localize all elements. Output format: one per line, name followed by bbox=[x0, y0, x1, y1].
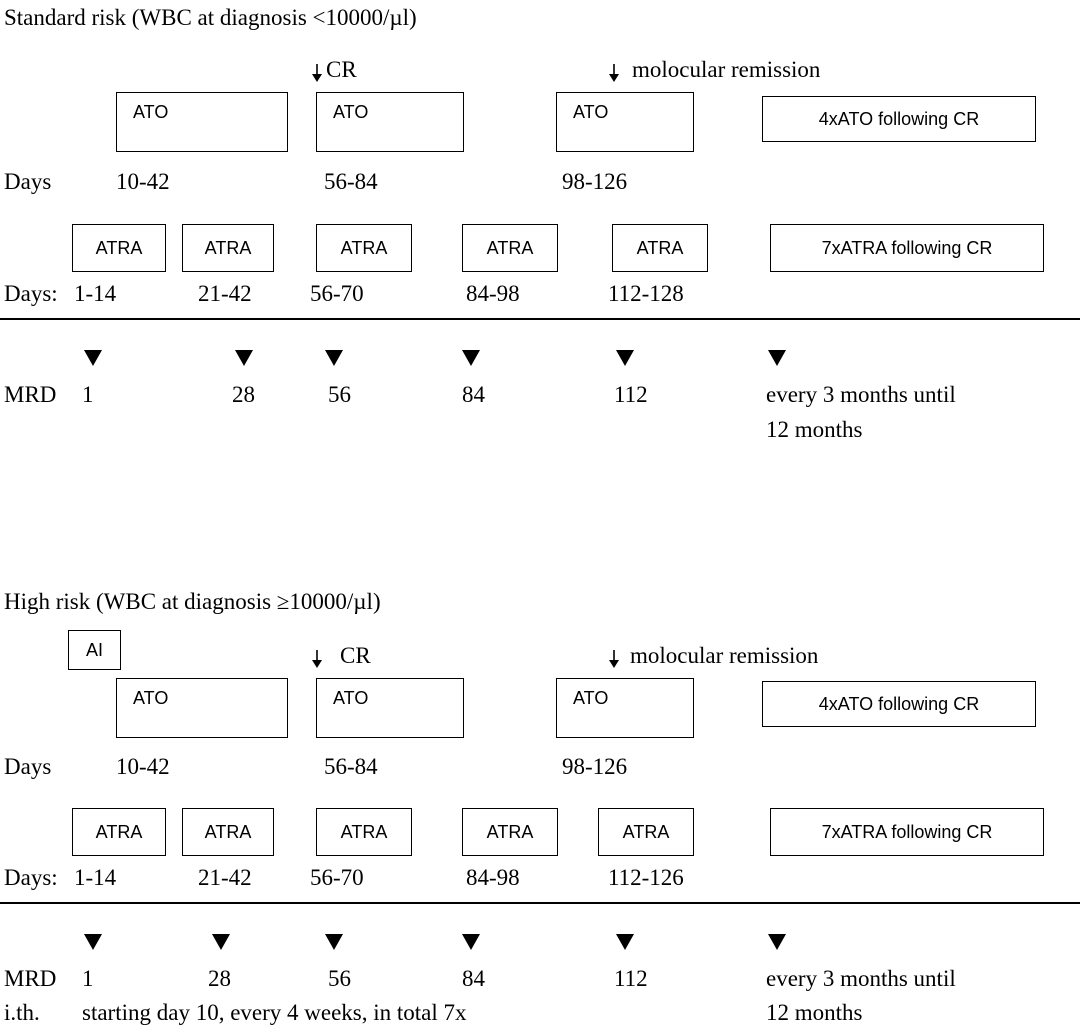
high-risk-title: High risk (WBC at diagnosis ≥10000/µl) bbox=[4, 589, 381, 614]
molecular-remission-label: molocular remission bbox=[630, 643, 819, 668]
atra-days-2: 21-42 bbox=[198, 865, 252, 890]
ato-box-3: ATO bbox=[556, 678, 694, 738]
atra-days-4: 84-98 bbox=[466, 281, 520, 306]
molecular-remission-arrow-icon bbox=[609, 64, 619, 82]
molecular-remission-label: molocular remission bbox=[632, 57, 821, 82]
ato-days-3: 98-126 bbox=[562, 169, 628, 194]
mrd-marker-icon bbox=[768, 350, 786, 366]
ato-box-2: ATO bbox=[316, 678, 464, 738]
mrd-value-5: 112 bbox=[614, 382, 648, 407]
atra-days-4: 84-98 bbox=[466, 865, 520, 890]
mrd-marker-icon bbox=[325, 934, 343, 950]
ato-days-1: 10-42 bbox=[116, 754, 170, 779]
cr-label: CR bbox=[326, 57, 357, 82]
atra-box-4: ATRA bbox=[462, 808, 558, 856]
atra-box-5: ATRA bbox=[598, 808, 694, 856]
cr-label: CR bbox=[340, 643, 371, 668]
atra-box-3: ATRA bbox=[316, 224, 412, 272]
atra-days-1: 1-14 bbox=[74, 865, 117, 890]
atra-box-2: ATRA bbox=[182, 224, 274, 272]
mrd-value-4: 84 bbox=[462, 966, 485, 991]
atra-days-5: 112-126 bbox=[608, 865, 684, 890]
mrd-marker-icon bbox=[84, 350, 102, 366]
ai-box: AI bbox=[68, 630, 121, 670]
atra-days-1: 1-14 bbox=[74, 281, 117, 306]
ato-box-1: ATO bbox=[116, 92, 288, 152]
ato-box-3: ATO bbox=[556, 92, 694, 152]
mrd-marker-icon bbox=[212, 934, 230, 950]
mrd-value-2: 28 bbox=[208, 966, 231, 991]
atra-box-2: ATRA bbox=[182, 808, 274, 856]
mrd-marker-icon bbox=[84, 934, 102, 950]
mrd-value-5: 112 bbox=[614, 966, 648, 991]
atra-box-1: ATRA bbox=[72, 808, 166, 856]
atra-days-label: Days: bbox=[4, 865, 58, 890]
mrd-marker-icon bbox=[616, 350, 634, 366]
mrd-value-3: 56 bbox=[328, 966, 351, 991]
atra-following-box: 7xATRA following CR bbox=[770, 808, 1044, 856]
mrd-note-line-1: every 3 months until bbox=[766, 382, 956, 407]
mrd-value-3: 56 bbox=[328, 382, 351, 407]
cr-arrow-icon bbox=[312, 650, 322, 668]
mrd-label: MRD bbox=[4, 966, 57, 991]
days-label: Days bbox=[4, 754, 52, 779]
atra-box-1: ATRA bbox=[72, 224, 166, 272]
atra-box-3: ATRA bbox=[316, 808, 412, 856]
mrd-marker-icon bbox=[235, 350, 253, 366]
molecular-remission-arrow-icon bbox=[609, 650, 619, 668]
ato-days-2: 56-84 bbox=[324, 169, 378, 194]
divider-line bbox=[0, 318, 1080, 320]
ato-days-1: 10-42 bbox=[116, 169, 170, 194]
ato-following-box: 4xATO following CR bbox=[762, 96, 1036, 142]
days-label: Days bbox=[4, 169, 52, 194]
mrd-value-1: 1 bbox=[82, 382, 94, 407]
cr-arrow-icon bbox=[312, 64, 322, 82]
divider-line bbox=[0, 902, 1080, 904]
mrd-note-line-1: every 3 months until bbox=[766, 966, 956, 991]
mrd-marker-icon bbox=[616, 934, 634, 950]
mrd-marker-icon bbox=[462, 350, 480, 366]
mrd-note-line-2: 12 months bbox=[766, 417, 863, 442]
ato-box-1: ATO bbox=[116, 678, 288, 738]
ith-text: starting day 10, every 4 weeks, in total… bbox=[82, 1000, 467, 1025]
mrd-marker-icon bbox=[768, 934, 786, 950]
atra-days-2: 21-42 bbox=[198, 281, 252, 306]
mrd-marker-icon bbox=[325, 350, 343, 366]
ato-box-2: ATO bbox=[316, 92, 464, 152]
mrd-marker-icon bbox=[462, 934, 480, 950]
ato-following-box: 4xATO following CR bbox=[762, 681, 1036, 727]
atra-box-4: ATRA bbox=[462, 224, 558, 272]
mrd-value-1: 1 bbox=[82, 966, 94, 991]
atra-days-5: 112-128 bbox=[608, 281, 684, 306]
atra-days-label: Days: bbox=[4, 281, 58, 306]
mrd-label: MRD bbox=[4, 382, 57, 407]
atra-following-box: 7xATRA following CR bbox=[770, 224, 1044, 272]
atra-days-3: 56-70 bbox=[310, 281, 364, 306]
standard-risk-title: Standard risk (WBC at diagnosis <10000/µ… bbox=[4, 5, 417, 30]
ith-label: i.th. bbox=[4, 1000, 40, 1025]
mrd-note-line-2: 12 months bbox=[766, 1000, 863, 1025]
atra-box-5: ATRA bbox=[612, 224, 708, 272]
ato-days-2: 56-84 bbox=[324, 754, 378, 779]
atra-days-3: 56-70 bbox=[310, 865, 364, 890]
mrd-value-4: 84 bbox=[462, 382, 485, 407]
mrd-value-2: 28 bbox=[232, 382, 255, 407]
ato-days-3: 98-126 bbox=[562, 754, 628, 779]
